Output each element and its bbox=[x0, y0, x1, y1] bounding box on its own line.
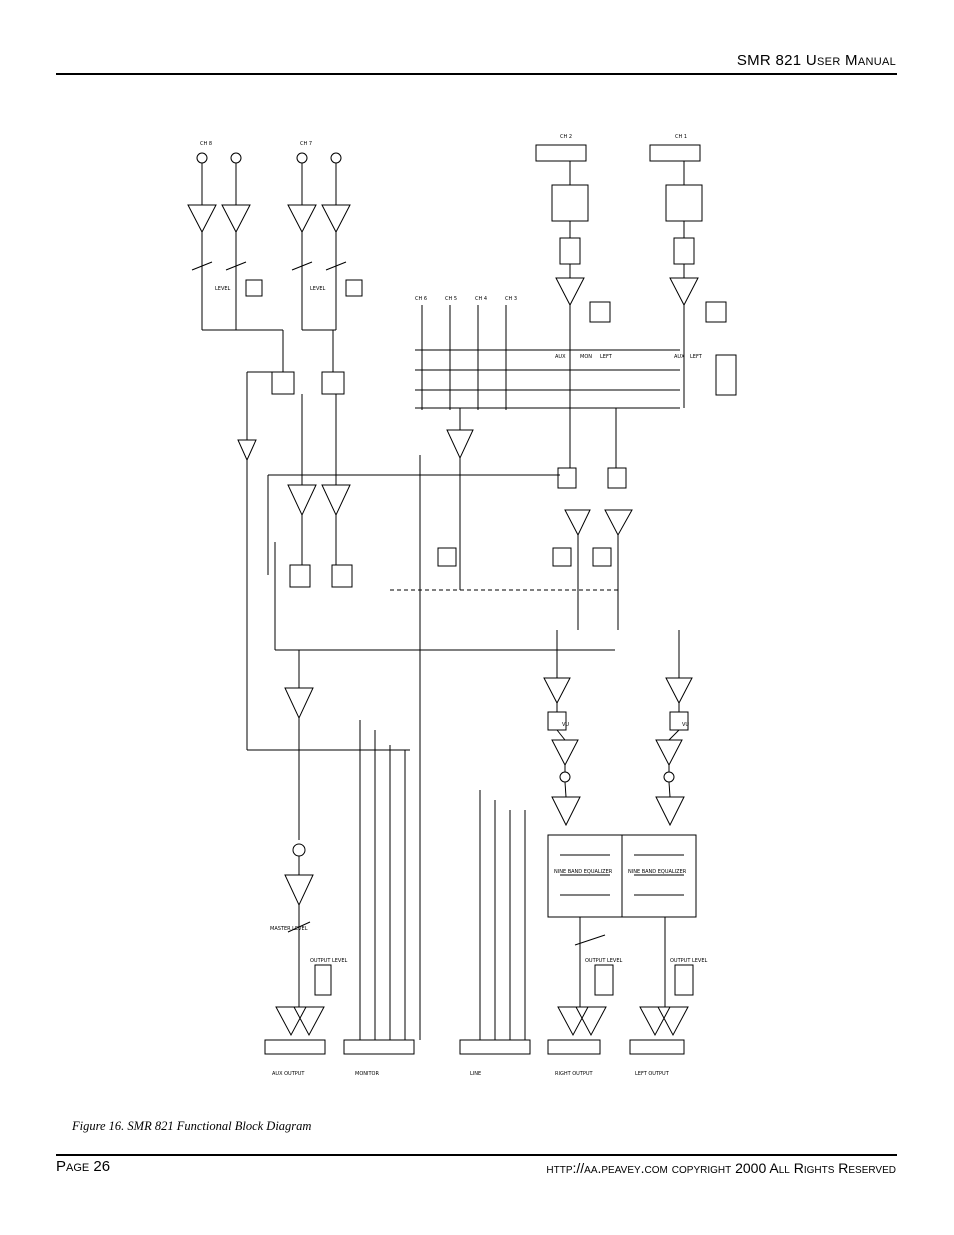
svg-text:CH 7: CH 7 bbox=[300, 141, 312, 147]
svg-text:RIGHT OUTPUT: RIGHT OUTPUT bbox=[555, 1071, 594, 1077]
svg-text:LEVEL: LEVEL bbox=[215, 286, 231, 292]
svg-text:MASTER LEVEL: MASTER LEVEL bbox=[270, 926, 308, 932]
svg-text:LEFT: LEFT bbox=[600, 354, 613, 360]
svg-text:OUTPUT LEVEL: OUTPUT LEVEL bbox=[585, 958, 622, 964]
svg-text:CH 6: CH 6 bbox=[415, 296, 427, 302]
header-rule bbox=[56, 73, 897, 75]
svg-text:CH 1: CH 1 bbox=[675, 134, 687, 140]
svg-text:CH 3: CH 3 bbox=[505, 296, 517, 302]
svg-text:LEVEL: LEVEL bbox=[310, 286, 326, 292]
svg-text:LINE: LINE bbox=[470, 1071, 481, 1077]
manual-title: SMR 821 User Manual bbox=[736, 52, 896, 69]
svg-text:AUX: AUX bbox=[674, 354, 685, 360]
svg-text:CH 5: CH 5 bbox=[445, 296, 457, 302]
figure-caption: Figure 16. SMR 821 Functional Block Diag… bbox=[72, 1119, 312, 1133]
svg-text:OUTPUT LEVEL: OUTPUT LEVEL bbox=[310, 958, 347, 964]
svg-text:NINE BAND EQUALIZER: NINE BAND EQUALIZER bbox=[628, 869, 687, 875]
copyright-notice: http://aa.peavey.com copyright 2000 All … bbox=[546, 1160, 896, 1176]
svg-text:CH 4: CH 4 bbox=[475, 296, 487, 302]
functional-block-diagram: CH 8 CH 7 CH 2 CH 1 CH 6 CH 5 CH 4 CH 3 … bbox=[187, 134, 737, 1077]
svg-text:VU: VU bbox=[682, 722, 689, 728]
svg-text:AUX OUTPUT: AUX OUTPUT bbox=[272, 1071, 305, 1077]
page-number: Page 26 bbox=[56, 1158, 111, 1175]
svg-text:AUX: AUX bbox=[555, 354, 566, 360]
svg-text:OUTPUT LEVEL: OUTPUT LEVEL bbox=[670, 958, 707, 964]
footer-rule bbox=[56, 1154, 897, 1156]
svg-text:LEFT: LEFT bbox=[690, 354, 703, 360]
svg-text:LEFT OUTPUT: LEFT OUTPUT bbox=[635, 1071, 670, 1077]
diagram-labels: CH 8 CH 7 CH 2 CH 1 CH 6 CH 5 CH 4 CH 3 … bbox=[200, 134, 707, 1077]
svg-text:CH 2: CH 2 bbox=[560, 134, 572, 140]
svg-text:MON: MON bbox=[580, 354, 592, 360]
svg-text:MONITOR: MONITOR bbox=[355, 1071, 379, 1077]
svg-text:NINE BAND EQUALIZER: NINE BAND EQUALIZER bbox=[554, 869, 613, 875]
svg-text:CH 8: CH 8 bbox=[200, 141, 212, 147]
svg-text:VU: VU bbox=[562, 722, 569, 728]
